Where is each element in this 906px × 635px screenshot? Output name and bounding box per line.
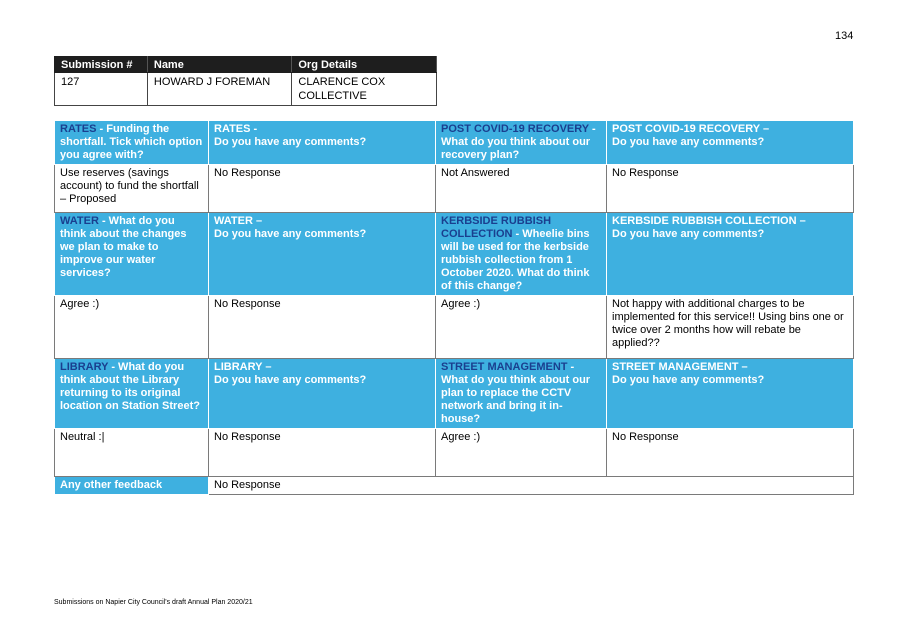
library-comments-text: Do you have any comments? bbox=[214, 374, 367, 386]
rates-comments-text: Do you have any comments? bbox=[214, 136, 367, 148]
library-answer: Neutral :| bbox=[54, 428, 209, 477]
library-header-row: LIBRARY - What do you think about the Li… bbox=[54, 358, 854, 429]
kerbside-topic: KERBSIDE RUBBISH COLLECTION bbox=[441, 215, 552, 240]
rates-question-text: - Funding the shortfall. Tick which opti… bbox=[60, 123, 203, 161]
rates-topic: RATES bbox=[60, 123, 97, 135]
org-details: CLARENCE COX COLLECTIVE bbox=[291, 72, 437, 106]
other-feedback-text: Any other feedback bbox=[60, 479, 163, 491]
library-comments-question: LIBRARY –Do you have any comments? bbox=[208, 358, 436, 429]
covid-comments-text: Do you have any comments? bbox=[612, 136, 765, 148]
rates-header-row: RATES - Funding the shortfall. Tick whic… bbox=[54, 120, 854, 165]
kerbside-comments-answer: Not happy with additional charges to be … bbox=[606, 295, 854, 359]
library-comments-answer: No Response bbox=[208, 428, 436, 477]
street-comments-question: STREET MANAGEMENT –Do you have any comme… bbox=[606, 358, 854, 429]
street-comments-text: Do you have any comments? bbox=[612, 374, 765, 386]
water-header-row: WATER - What do you think about the chan… bbox=[54, 212, 854, 296]
submission-number: 127 bbox=[54, 72, 148, 106]
library-topic: LIBRARY bbox=[60, 361, 109, 373]
water-comments-text: Do you have any comments? bbox=[214, 228, 367, 240]
kerbside-answer: Agree :) bbox=[435, 295, 607, 359]
responses-table: RATES - Funding the shortfall. Tick whic… bbox=[54, 120, 854, 495]
rates-comments-topic: RATES - bbox=[214, 123, 258, 135]
street-comments-topic: STREET MANAGEMENT – bbox=[612, 361, 748, 373]
water-question-text: - What do you think about the changes we… bbox=[60, 215, 187, 279]
kerbside-comments-question: KERBSIDE RUBBISH COLLECTION –Do you have… bbox=[606, 212, 854, 296]
rates-question: RATES - Funding the shortfall. Tick whic… bbox=[54, 120, 209, 165]
rates-answer: Use reserves (savings account) to fund t… bbox=[54, 164, 209, 213]
submission-table: Submission # Name Org Details 127 HOWARD… bbox=[54, 56, 437, 106]
submission-header-row: Submission # Name Org Details bbox=[54, 56, 437, 73]
library-question: LIBRARY - What do you think about the Li… bbox=[54, 358, 209, 429]
street-comments-answer: No Response bbox=[606, 428, 854, 477]
submission-row: 127 HOWARD J FOREMAN CLARENCE COX COLLEC… bbox=[54, 72, 437, 106]
covid-comments-question: POST COVID-19 RECOVERY –Do you have any … bbox=[606, 120, 854, 165]
street-topic: STREET MANAGEMENT bbox=[441, 361, 568, 373]
rates-comments-answer: No Response bbox=[208, 164, 436, 213]
submitter-name: HOWARD J FOREMAN bbox=[146, 72, 293, 106]
street-answer: Agree :) bbox=[435, 428, 607, 477]
street-question: STREET MANAGEMENT - What do you think ab… bbox=[435, 358, 607, 429]
covid-comments-topic: POST COVID-19 RECOVERY – bbox=[612, 123, 770, 135]
page-number: 134 bbox=[835, 30, 854, 42]
kerbside-question-text: - Wheelie bins will be used for the kerb… bbox=[441, 228, 590, 292]
kerbside-comments-topic: KERBSIDE RUBBISH COLLECTION – bbox=[612, 215, 806, 227]
water-question: WATER - What do you think about the chan… bbox=[54, 212, 209, 296]
other-feedback-row: Any other feedback No Response bbox=[54, 476, 854, 495]
other-feedback-answer: No Response bbox=[208, 476, 854, 495]
rates-comments-question: RATES -Do you have any comments? bbox=[208, 120, 436, 165]
covid-question-text: - What do you think about our recovery p… bbox=[441, 123, 596, 161]
water-answer: Agree :) bbox=[54, 295, 209, 359]
water-comments-question: WATER –Do you have any comments? bbox=[208, 212, 436, 296]
water-answer-row: Agree :) No Response Agree :) Not happy … bbox=[54, 295, 854, 359]
kerbside-question: KERBSIDE RUBBISH COLLECTION - Wheelie bi… bbox=[435, 212, 607, 296]
covid-answer: Not Answered bbox=[435, 164, 607, 213]
library-answer-row: Neutral :| No Response Agree :) No Respo… bbox=[54, 428, 854, 477]
water-comments-answer: No Response bbox=[208, 295, 436, 359]
water-topic: WATER bbox=[60, 215, 99, 227]
library-question-text: - What do you think about the Library re… bbox=[60, 361, 200, 412]
other-feedback-label: Any other feedback bbox=[54, 476, 209, 495]
street-question-text: - What do you think about our plan to re… bbox=[441, 361, 591, 425]
rates-answer-row: Use reserves (savings account) to fund t… bbox=[54, 164, 854, 213]
submission-number-header: Submission # bbox=[54, 56, 148, 73]
covid-question: POST COVID-19 RECOVERY - What do you thi… bbox=[435, 120, 607, 165]
kerbside-comments-text: Do you have any comments? bbox=[612, 228, 765, 240]
covid-comments-answer: No Response bbox=[606, 164, 854, 213]
library-comments-topic: LIBRARY – bbox=[214, 361, 272, 373]
org-line-1: CLARENCE COX bbox=[298, 76, 386, 88]
org-line-2: COLLECTIVE bbox=[298, 90, 367, 102]
document-footer: Submissions on Napier City Council's dra… bbox=[54, 599, 253, 606]
water-comments-topic: WATER – bbox=[214, 215, 263, 227]
org-details-header: Org Details bbox=[291, 56, 437, 73]
name-header: Name bbox=[146, 56, 293, 73]
covid-topic: POST COVID-19 RECOVERY bbox=[441, 123, 589, 135]
